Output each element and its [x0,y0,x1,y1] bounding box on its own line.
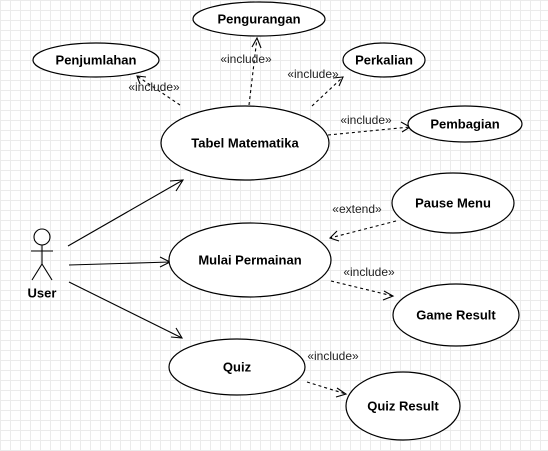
include-relation-pengurangan: «include» [220,36,272,106]
use-case-game-result[interactable]: Game Result [392,283,520,347]
use-case-tabel-matematika[interactable]: Tabel Matematika [160,105,330,181]
svg-text:Perkalian: Perkalian [355,53,413,68]
include-label-quiz-result: «include» [307,349,359,363]
include-label-penjumlahan: «include» [128,80,180,94]
svg-text:Penjumlahan: Penjumlahan [56,53,137,68]
svg-text:Game Result: Game Result [416,308,496,323]
svg-text:Quiz: Quiz [223,360,252,375]
use-case-pembagian[interactable]: Pembagian [407,105,523,143]
association-tabel-matematika [67,179,185,247]
svg-text:Tabel Matematika: Tabel Matematika [191,136,299,151]
actor-head [33,228,51,246]
extend-label-pause-menu: «extend» [332,202,382,216]
include-relation-quiz-result: «include» [306,349,359,398]
include-label-game-result: «include» [343,265,395,279]
include-relation-pembagian: «include» [327,113,412,136]
use-case-penjumlahan[interactable]: Penjumlahan [32,42,160,78]
use-case-perkalian[interactable]: Perkalian [342,42,426,78]
actor-right-leg [41,263,53,281]
use-case-mulai-permainan[interactable]: Mulai Permainan [168,222,332,298]
extend-relation-pause-menu: «extend» [328,202,397,242]
svg-text:Pause Menu: Pause Menu [415,196,491,211]
use-case-quiz[interactable]: Quiz [168,338,306,396]
include-label-pengurangan: «include» [220,52,272,66]
actor-label: User [28,286,57,301]
include-relation-perkalian: «include» [287,67,344,107]
include-label-perkalian: «include» [287,67,339,81]
use-case-pause-menu[interactable]: Pause Menu [391,172,515,234]
include-relation-game-result: «include» [330,265,395,301]
actor-left-leg [31,263,43,281]
association-mulai-permainan [68,256,172,268]
use-case-pengurangan[interactable]: Pengurangan [192,1,326,37]
svg-text:Quiz Result: Quiz Result [367,399,439,414]
user-actor[interactable]: User [28,228,57,301]
include-label-pembagian: «include» [340,113,392,127]
include-relation-penjumlahan: «include» [128,75,181,106]
svg-text:Pengurangan: Pengurangan [217,12,300,27]
use-case-quiz-result[interactable]: Quiz Result [345,371,461,441]
svg-text:Mulai Permainan: Mulai Permainan [198,253,301,268]
association-quiz [68,281,184,339]
svg-text:Pembagian: Pembagian [430,117,499,132]
